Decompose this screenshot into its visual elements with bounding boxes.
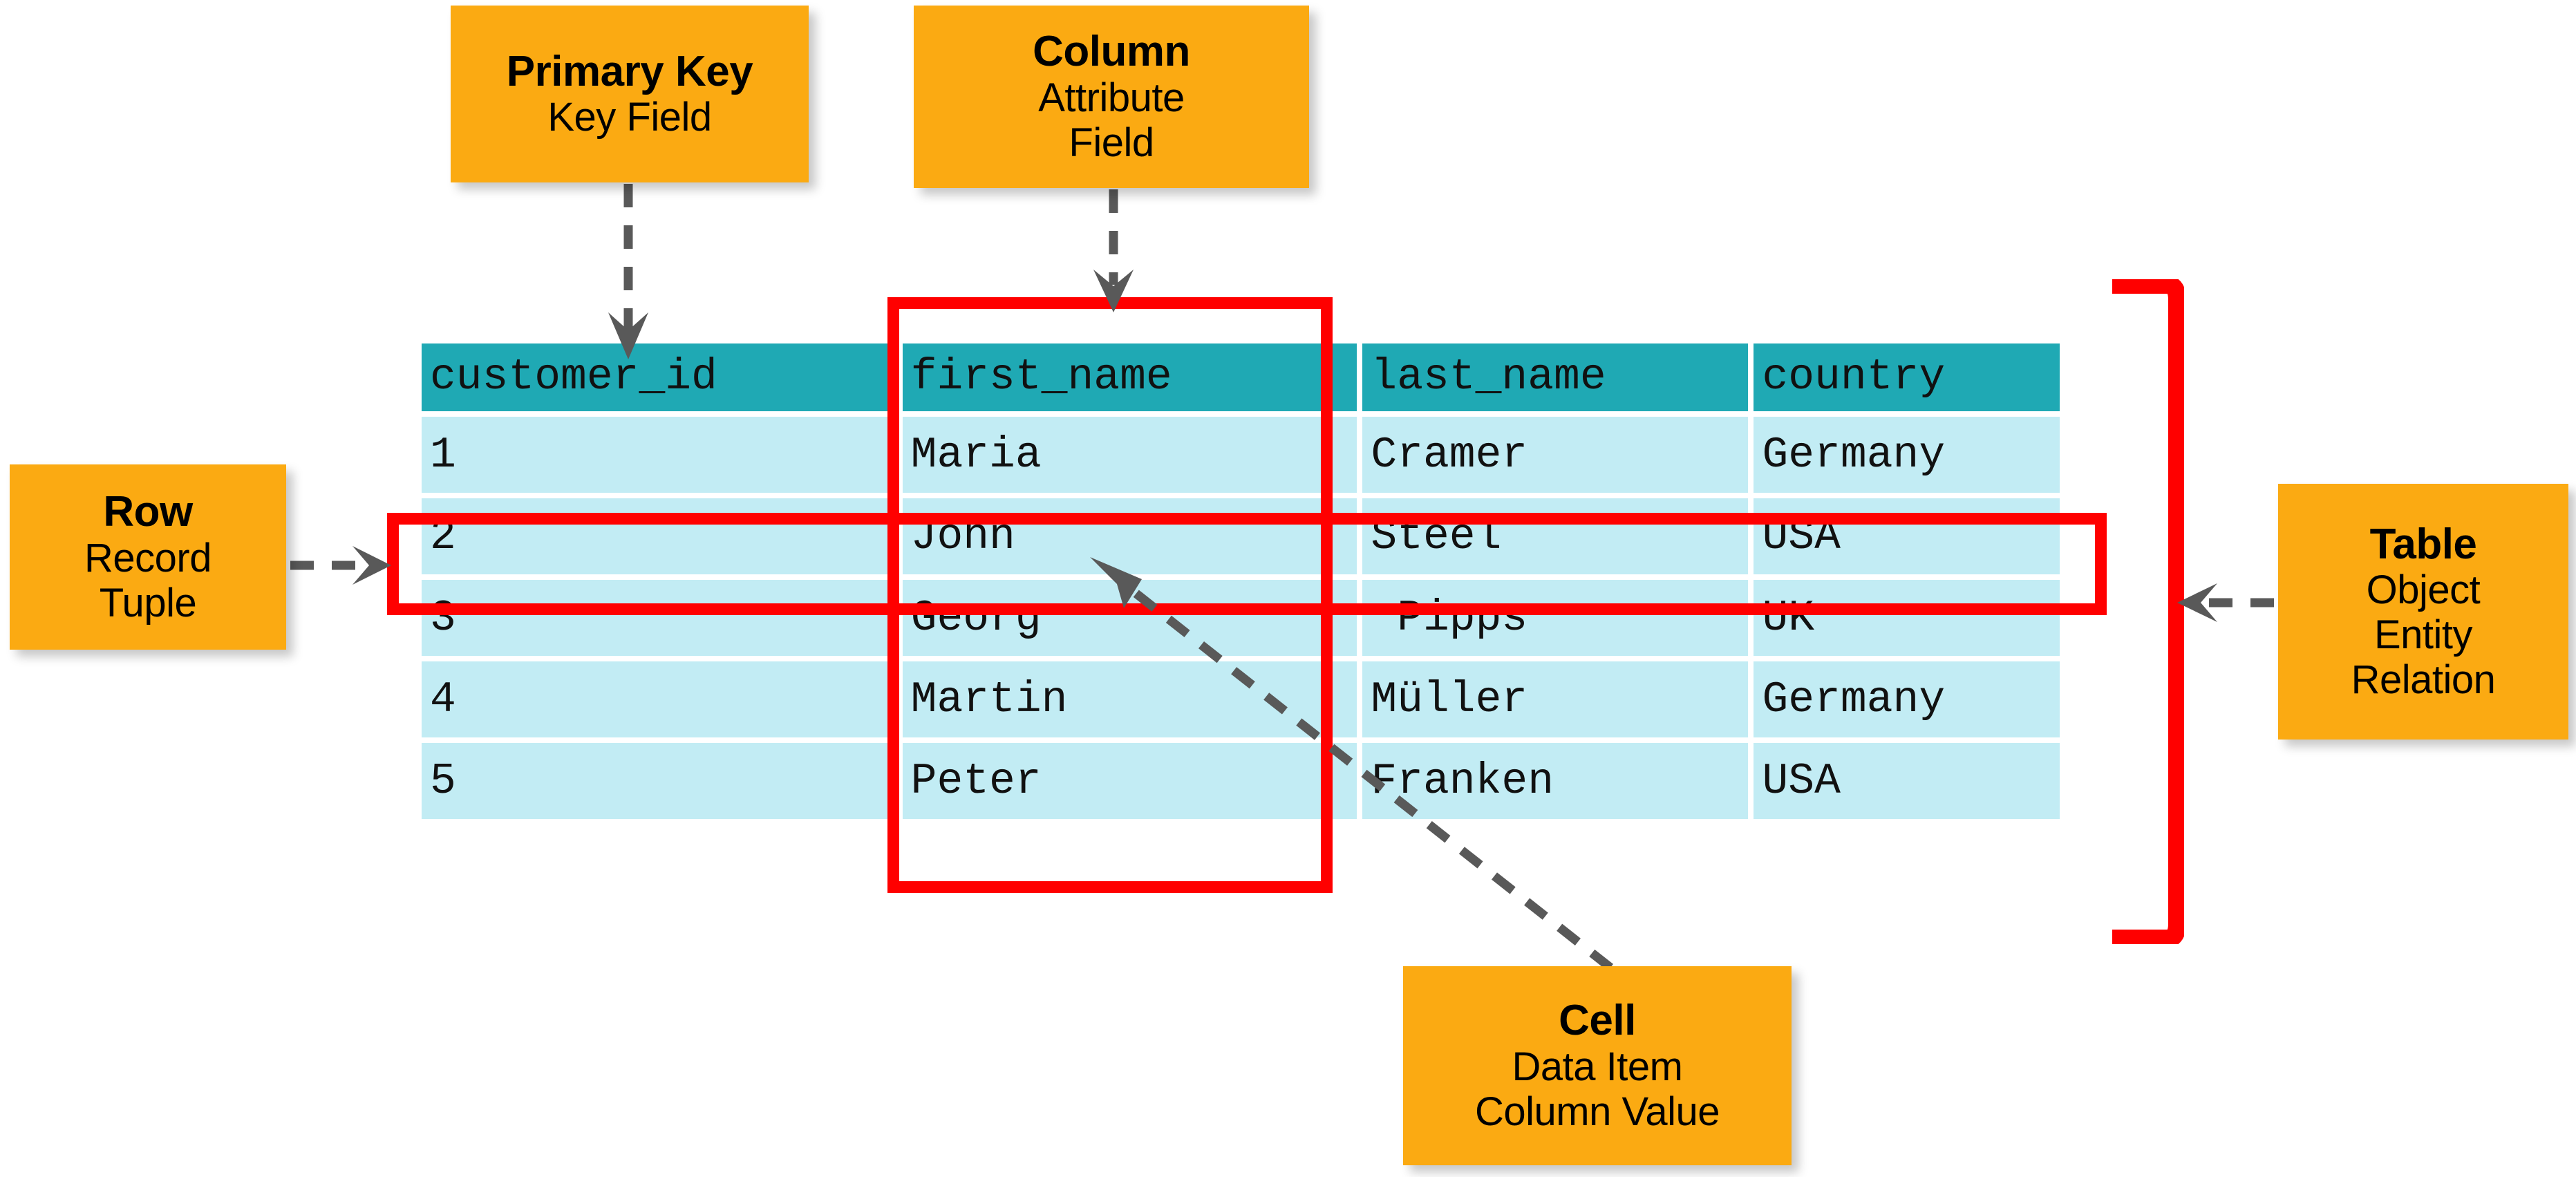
column-header-customer-id: customer_id bbox=[422, 343, 897, 411]
callout-subtitle: Key Field bbox=[547, 95, 712, 140]
callout-title: Primary Key bbox=[506, 47, 753, 95]
table-row: 2 John Steel USA bbox=[422, 498, 2060, 574]
cell-customer-id: 4 bbox=[422, 661, 897, 737]
cell-country: USA bbox=[1754, 743, 2060, 819]
cell-last-name: Cramer bbox=[1362, 417, 1749, 493]
callout-cell: Cell Data Item Column Value bbox=[1403, 966, 1792, 1165]
column-header-country: country bbox=[1754, 343, 2060, 411]
cell-country: Germany bbox=[1754, 661, 2060, 737]
cell-customer-id: 5 bbox=[422, 743, 897, 819]
callout-subtitle: Field bbox=[1069, 120, 1154, 165]
cell-customer-id: 3 bbox=[422, 580, 897, 656]
callout-subtitle: Entity bbox=[2373, 612, 2473, 658]
cell-country: UK bbox=[1754, 580, 2060, 656]
callout-subtitle: Object bbox=[2366, 567, 2481, 613]
callout-subtitle: Data Item bbox=[1512, 1044, 1683, 1089]
callout-title: Cell bbox=[1559, 997, 1636, 1045]
table-row: 1 Maria Cramer Germany bbox=[422, 417, 2060, 493]
callout-title: Column bbox=[1033, 28, 1190, 76]
callout-subtitle: Column Value bbox=[1474, 1089, 1720, 1134]
cell-customer-id: 2 bbox=[422, 498, 897, 574]
callout-row: Row Record Tuple bbox=[10, 464, 286, 650]
callout-table: Table Object Entity Relation bbox=[2278, 484, 2568, 740]
cell-first-name: Maria bbox=[902, 417, 1357, 493]
table-header-row: customer_id first_name last_name country bbox=[422, 343, 2060, 411]
cell-first-name: John bbox=[902, 498, 1357, 574]
cell-country: Germany bbox=[1754, 417, 2060, 493]
callout-subtitle: Record bbox=[84, 535, 211, 581]
cell-last-name: Franken bbox=[1362, 743, 1749, 819]
cell-customer-id: 1 bbox=[422, 417, 897, 493]
column-header-last-name: last_name bbox=[1362, 343, 1749, 411]
cell-last-name: Müller bbox=[1362, 661, 1749, 737]
callout-title: Table bbox=[2369, 520, 2477, 568]
column-header-first-name: first_name bbox=[902, 343, 1357, 411]
callout-primary-key: Primary Key Key Field bbox=[451, 6, 809, 182]
callout-subtitle: Relation bbox=[2351, 657, 2496, 703]
row-highlight-rectangle bbox=[387, 513, 2107, 615]
callout-subtitle: Tuple bbox=[99, 580, 197, 625]
table-bracket bbox=[2112, 279, 2184, 944]
callout-column: Column Attribute Field bbox=[914, 6, 1309, 188]
callout-subtitle: Attribute bbox=[1038, 75, 1185, 120]
callout-title: Row bbox=[103, 488, 193, 536]
